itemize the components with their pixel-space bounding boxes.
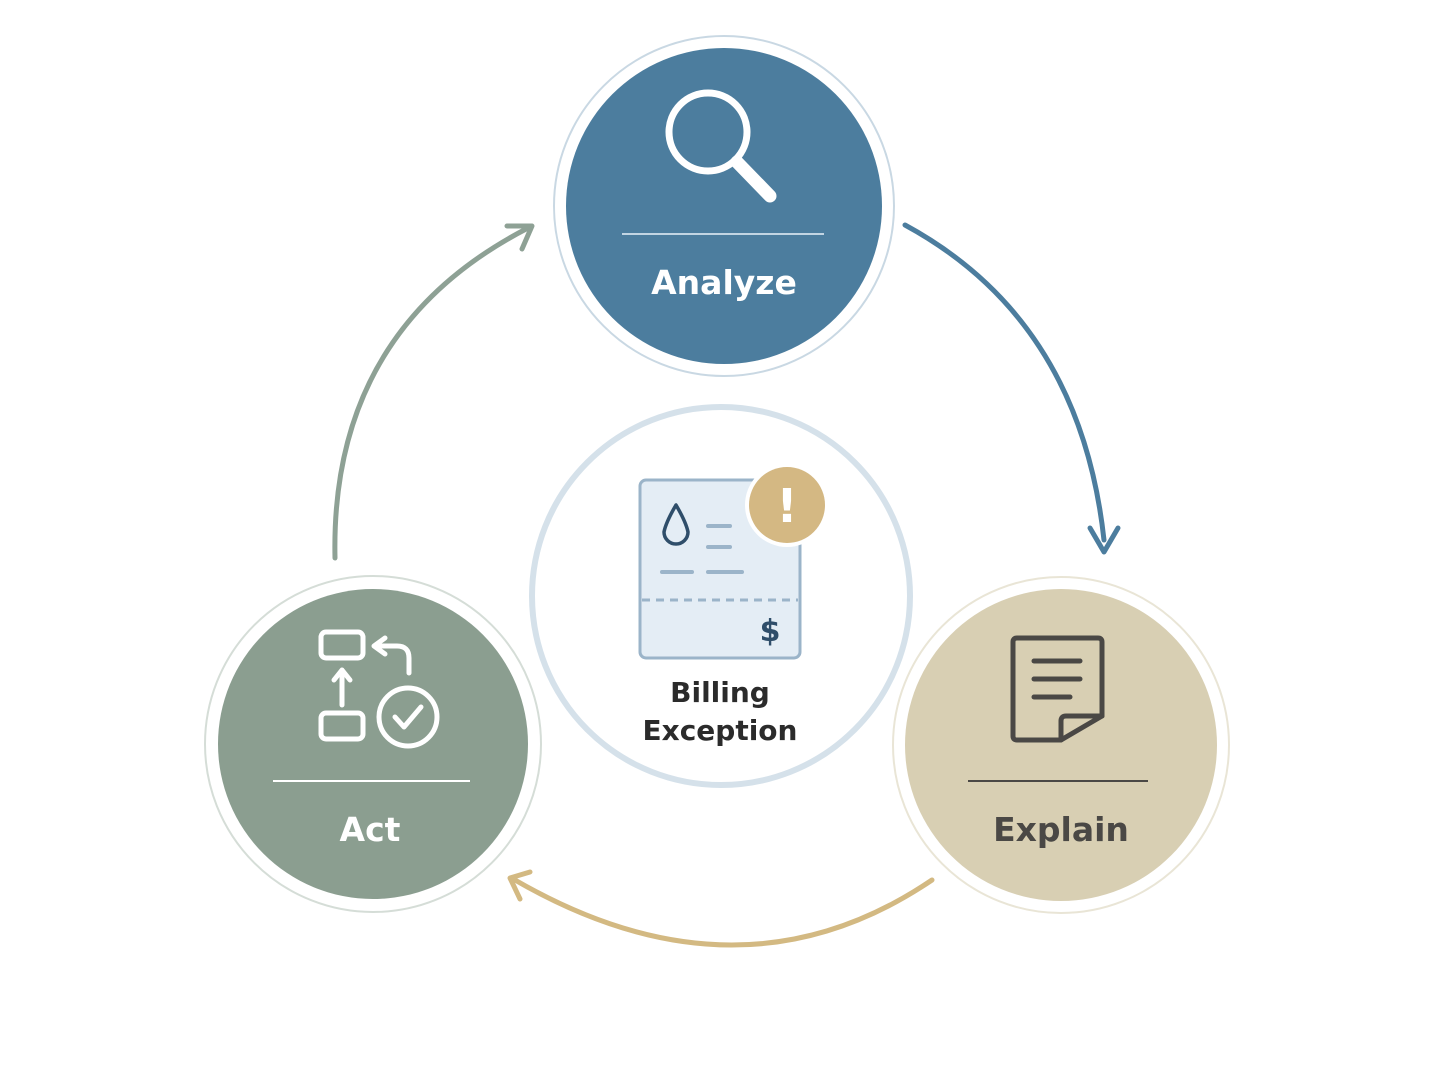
workflow-check-icon: [318, 629, 440, 749]
center-title: Billing Exception: [570, 674, 870, 750]
node-analyze: [553, 35, 895, 377]
currency-symbol: $: [760, 614, 781, 649]
center-title-line2: Exception: [642, 714, 798, 747]
arrow-explain-to-act: [507, 869, 935, 948]
document-icon: [1010, 635, 1105, 743]
act-label: Act: [339, 810, 401, 849]
node-act: [204, 575, 542, 913]
arrow-act-to-analyze: [332, 223, 535, 561]
center-title-line1: Billing: [670, 676, 770, 709]
arrow-analyze-to-explain: [902, 222, 1121, 555]
analyze-label: Analyze: [651, 263, 797, 302]
node-explain: [892, 576, 1230, 914]
magnifier-icon: [665, 89, 777, 203]
explain-label: Explain: [993, 810, 1129, 849]
alert-badge-mark: !: [777, 479, 798, 533]
center-billing-exception: $ !: [529, 404, 913, 788]
alert-badge-icon: !: [745, 463, 829, 547]
